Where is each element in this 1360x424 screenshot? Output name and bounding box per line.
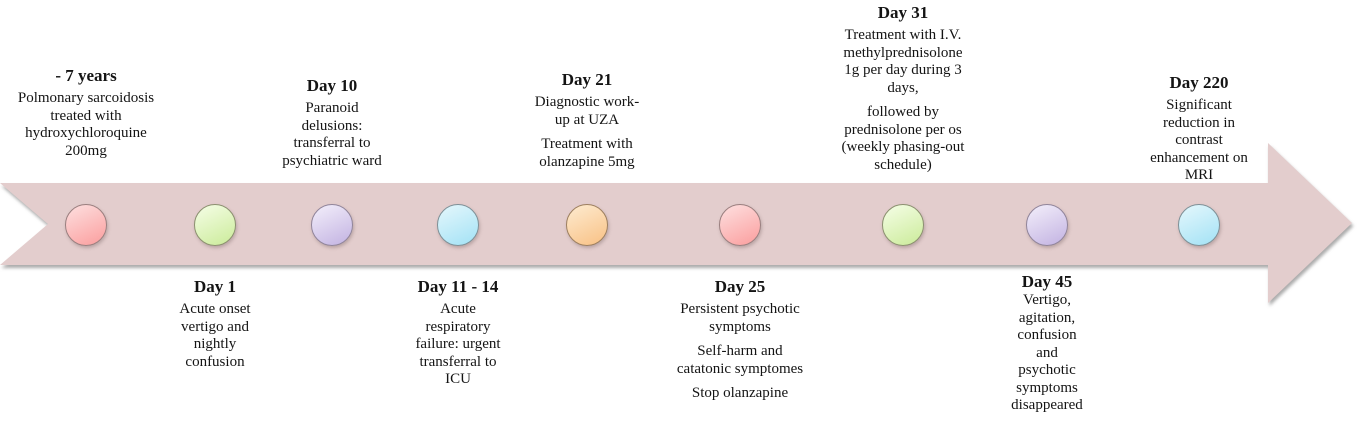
event-text-day-31-1: Treatment with I.V. methylprednisolone 1… [843, 27, 963, 96]
timeline-node-day-45 [1026, 204, 1068, 246]
timeline-node-day-10 [311, 204, 353, 246]
event-title-day-11-14: Day 11 - 14 [417, 277, 499, 296]
timeline-node-day-31 [882, 204, 924, 246]
event-text-day-11-14-1: Acute respiratory failure: urgent transf… [415, 301, 501, 387]
event-text-day-220-1: Significant reduction in contrast enhanc… [1150, 97, 1248, 183]
event-title-day-220: Day 220 [1169, 73, 1229, 92]
event-text-day-1-1: Acute onset vertigo and nightly confusio… [179, 301, 251, 370]
event-text-day-45-1: Vertigo, agitation, confusion and psycho… [1011, 292, 1083, 413]
event-label-day-11-14: Day 11 - 14 Acute respiratory failure: ur… [383, 277, 533, 389]
timeline-node-day-11-14 [437, 204, 479, 246]
event-text-day-25-1: Persistent psychotic symptoms [680, 301, 800, 335]
event-label-day-10: Day 10 Paranoid delusions: transferral to… [252, 76, 412, 170]
event-label-day-31: Day 31 Treatment with I.V. methylpredniso… [803, 3, 1003, 174]
event-text-day-10-1: Paranoid delusions: transferral to psych… [282, 100, 382, 169]
event-text-day-21-2: Treatment with olanzapine 5mg [539, 136, 635, 170]
event-label-day-21: Day 21 Diagnostic work- up at UZA Treatmen… [502, 70, 672, 171]
timeline-node-day-220 [1178, 204, 1220, 246]
event-title-day-1: Day 1 [193, 277, 237, 296]
event-label-day-1: Day 1 Acute onset vertigo and nightly con… [145, 277, 285, 371]
timeline-arrow-shape [0, 143, 1352, 303]
timeline-node-day-21 [566, 204, 608, 246]
event-title-day-31: Day 31 [877, 3, 929, 22]
event-title-day-21: Day 21 [561, 70, 613, 89]
event-text-day-25-3: Stop olanzapine [691, 385, 789, 401]
timeline-node-day-25 [719, 204, 761, 246]
event-text-day-31-2: followed by prednisolone per os (weekly … [841, 104, 965, 173]
event-text-minus-7-years-1: Polmonary sarcoidosis treated with hydro… [17, 90, 155, 159]
event-text-day-21-1: Diagnostic work- up at UZA [534, 94, 640, 128]
event-title-day-45: Day 45 [1021, 272, 1073, 291]
event-title-minus-7-years: - 7 years [55, 66, 117, 85]
event-title-day-10: Day 10 [306, 76, 358, 95]
event-text-day-25-2: Self-harm and catatonic symptomes [676, 343, 804, 377]
event-title-day-25: Day 25 [714, 277, 766, 296]
timeline-node-day-1 [194, 204, 236, 246]
timeline-node-minus-7-years [65, 204, 107, 246]
